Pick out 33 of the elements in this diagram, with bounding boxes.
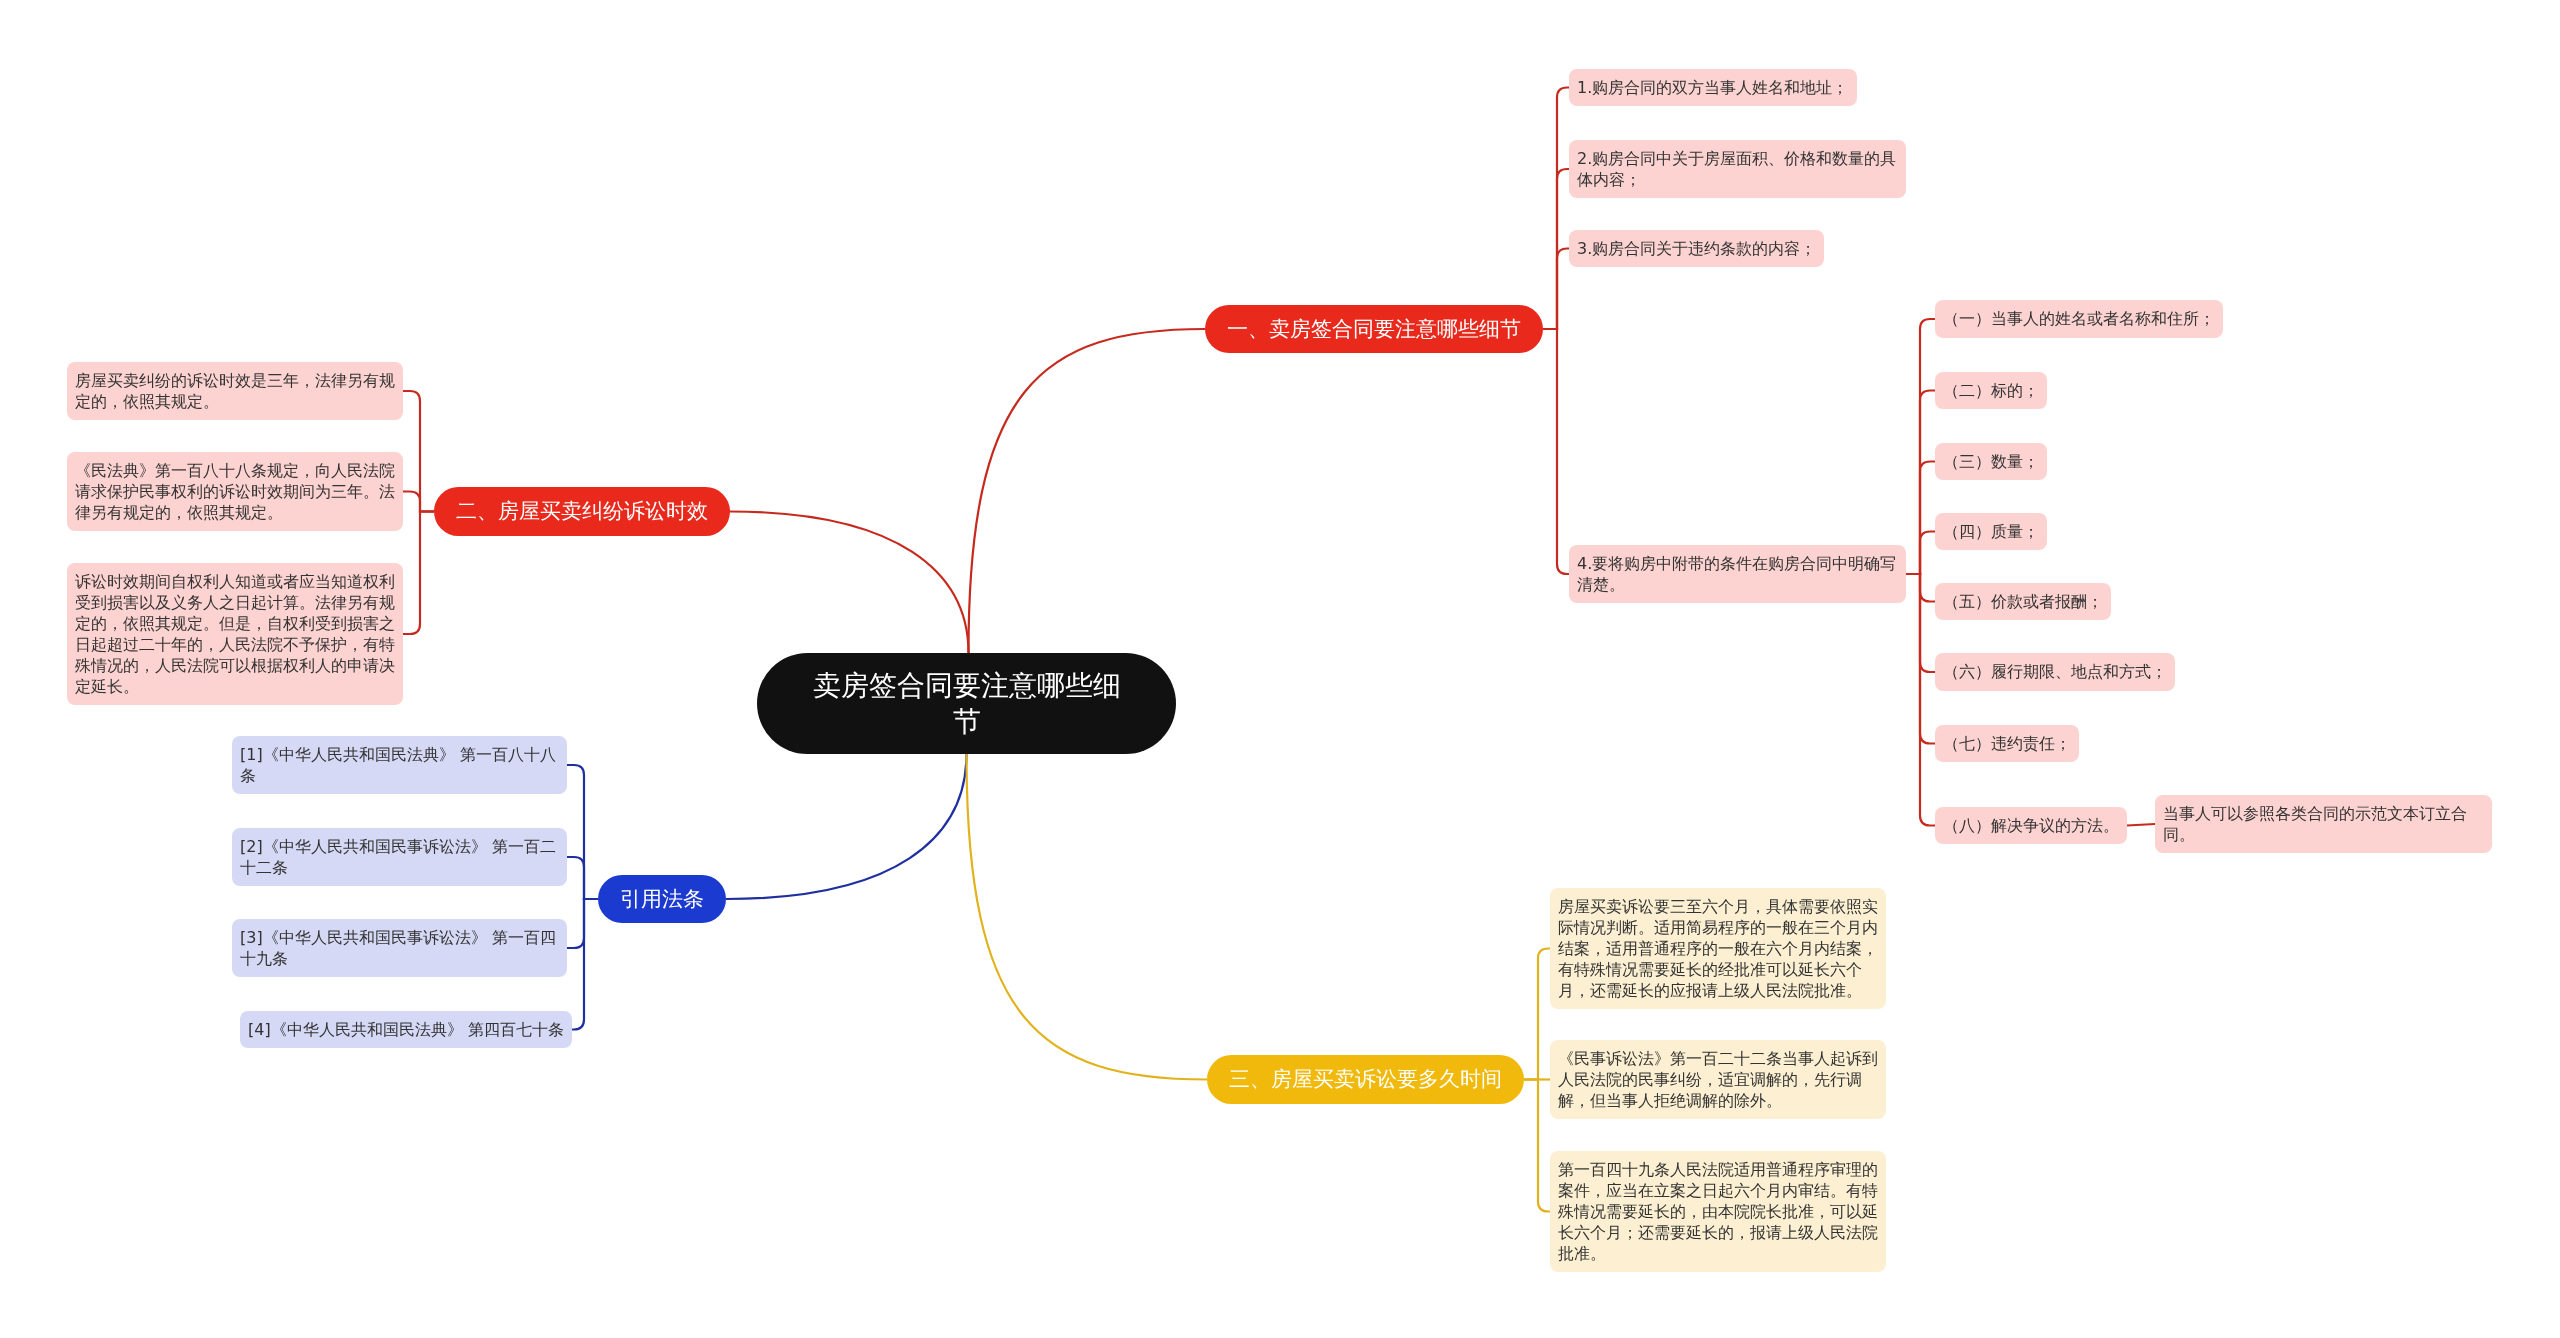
leaf-topic: [3]《中华人民共和国民事诉讼法》 第一百四十九条 (232, 919, 567, 977)
leaf-topic: [1]《中华人民共和国民法典》 第一百八十八条 (232, 736, 567, 794)
branch-topic: 引用法条 (598, 875, 726, 923)
central-topic: 卖房签合同要注意哪些细节 (757, 653, 1176, 754)
leaf-topic: （六）履行期限、地点和方式； (1935, 653, 2175, 691)
leaf-topic: [4]《中华人民共和国民法典》 第四百七十条 (240, 1011, 572, 1048)
leaf-topic: [2]《中华人民共和国民事诉讼法》 第一百二十二条 (232, 828, 567, 886)
leaf-topic: 4.要将购房中附带的条件在购房合同中明确写清楚。 (1569, 545, 1906, 603)
leaf-topic: 诉讼时效期间自权利人知道或者应当知道权利受到损害以及义务人之日起计算。法律另有规定的，依照其规定。但是，自权利受到损害之日起超过二十年的，人民法院不予保护，有特殊情况的，人民法院可以根据权利人的申请决定延长。 (67, 563, 403, 705)
connector (1524, 1078, 1550, 1213)
leaf-topic: 《民法典》第一百八十八条规定，向人民法院请求保护民事权利的诉讼时效期间为三年。法律另有规定的，依照其规定。 (67, 452, 403, 531)
connector (729, 510, 970, 654)
branch-topic: 二、房屋买卖纠纷诉讼时效 (434, 487, 730, 536)
leaf-topic: 《民事诉讼法》第一百二十二条当事人起诉到人民法院的民事纠纷，适宜调解的，先行调解，但当事人拒绝调解的除外。 (1550, 1040, 1886, 1119)
leaf-topic: 3.购房合同关于违约条款的内容； (1569, 230, 1825, 267)
leaf-topic: （二）标的； (1935, 372, 2047, 409)
connector (571, 897, 598, 1031)
leaf-topic: （四）质量； (1935, 513, 2047, 550)
leaf-topic: 房屋买卖诉讼要三至六个月，具体需要依照实际情况判断。适用简易程序的一般在三个月内结案，适用普通程序的一般在六个月内结案，有特殊情况需要延长的经批准可以延长六个月，还需延长的应报请上级人民法院批准。 (1550, 888, 1886, 1009)
connector (2126, 822, 2156, 827)
leaf-topic: （五）价款或者报酬； (1935, 583, 2111, 620)
leaf-topic: 当事人可以参照各类合同的示范文本订立合同。 (2155, 795, 2492, 853)
leaf-topic: （一）当事人的姓名或者名称和住所； (1935, 300, 2223, 338)
leaf-topic: 房屋买卖纠纷的诉讼时效是三年，法律另有规定的，依照其规定。 (67, 362, 403, 420)
leaf-topic: （三）数量； (1935, 443, 2047, 480)
connector (965, 753, 1208, 1081)
branch-topic: 一、卖房签合同要注意哪些细节 (1205, 305, 1543, 353)
leaf-topic: 1.购房合同的双方当事人姓名和地址； (1569, 69, 1857, 106)
leaf-topic: （七）违约责任； (1935, 725, 2079, 762)
branch-topic: 三、房屋买卖诉讼要多久时间 (1207, 1055, 1524, 1104)
leaf-topic: 第一百四十九条人民法院适用普通程序审理的案件，应当在立案之日起六个月内审结。有特殊情况需要延长的，由本院院长批准，可以延长六个月；还需要延长的，报请上级人民法院批准。 (1550, 1151, 1886, 1272)
leaf-topic: （八）解决争议的方法。 (1935, 807, 2127, 844)
leaf-topic: 2.购房合同中关于房屋面积、价格和数量的具体内容； (1569, 140, 1906, 198)
